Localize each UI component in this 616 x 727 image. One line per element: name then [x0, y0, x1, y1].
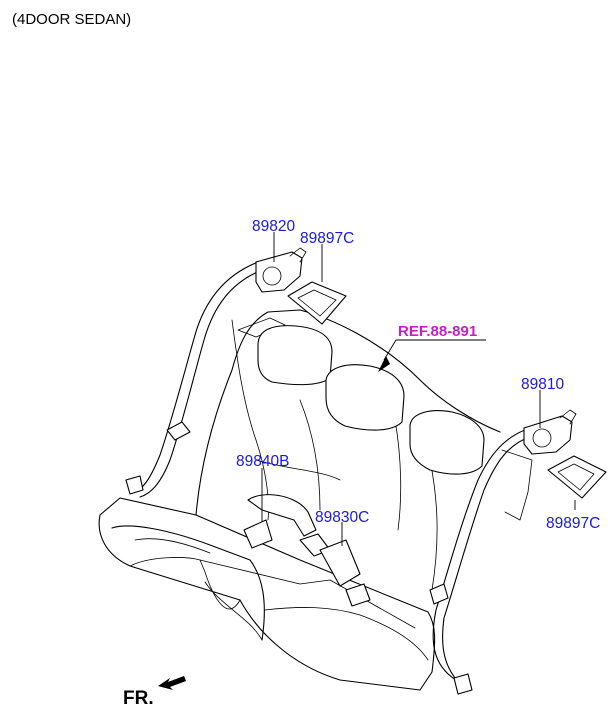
front-direction-label: FR.: [123, 688, 154, 709]
buckle-89830c: [299, 533, 371, 607]
label-89840b: 89840B: [236, 453, 289, 470]
header-title: (4DOOR SEDAN): [12, 11, 131, 28]
front-direction-indicator: FR.: [123, 676, 186, 709]
leader-lines: [261, 232, 576, 546]
right-belt-webbing: [429, 425, 539, 695]
front-arrow-icon: [158, 676, 186, 690]
buckle-89840b: [243, 494, 317, 549]
label-89820: 89820: [252, 218, 295, 235]
trim-cover-89897c-right: [547, 455, 607, 499]
left-belt-webbing: [125, 261, 263, 498]
label-89897c-top: 89897C: [300, 230, 354, 247]
right-side-trim: [501, 449, 533, 521]
headrest-center: [325, 364, 405, 431]
seat-cushion: [98, 497, 436, 691]
retractor-89810: [523, 409, 577, 455]
label-89897c-right: 89897C: [546, 515, 600, 532]
headrest-left: [257, 325, 333, 386]
seat-back: [195, 309, 501, 591]
label-ref-88-891: REF.88-891: [398, 323, 477, 340]
headrest-right: [409, 410, 485, 475]
label-89810: 89810: [521, 376, 564, 393]
retractor-89820: [255, 247, 307, 293]
label-89830c: 89830C: [315, 509, 369, 526]
trim-cover-89897c-top: [287, 281, 347, 325]
